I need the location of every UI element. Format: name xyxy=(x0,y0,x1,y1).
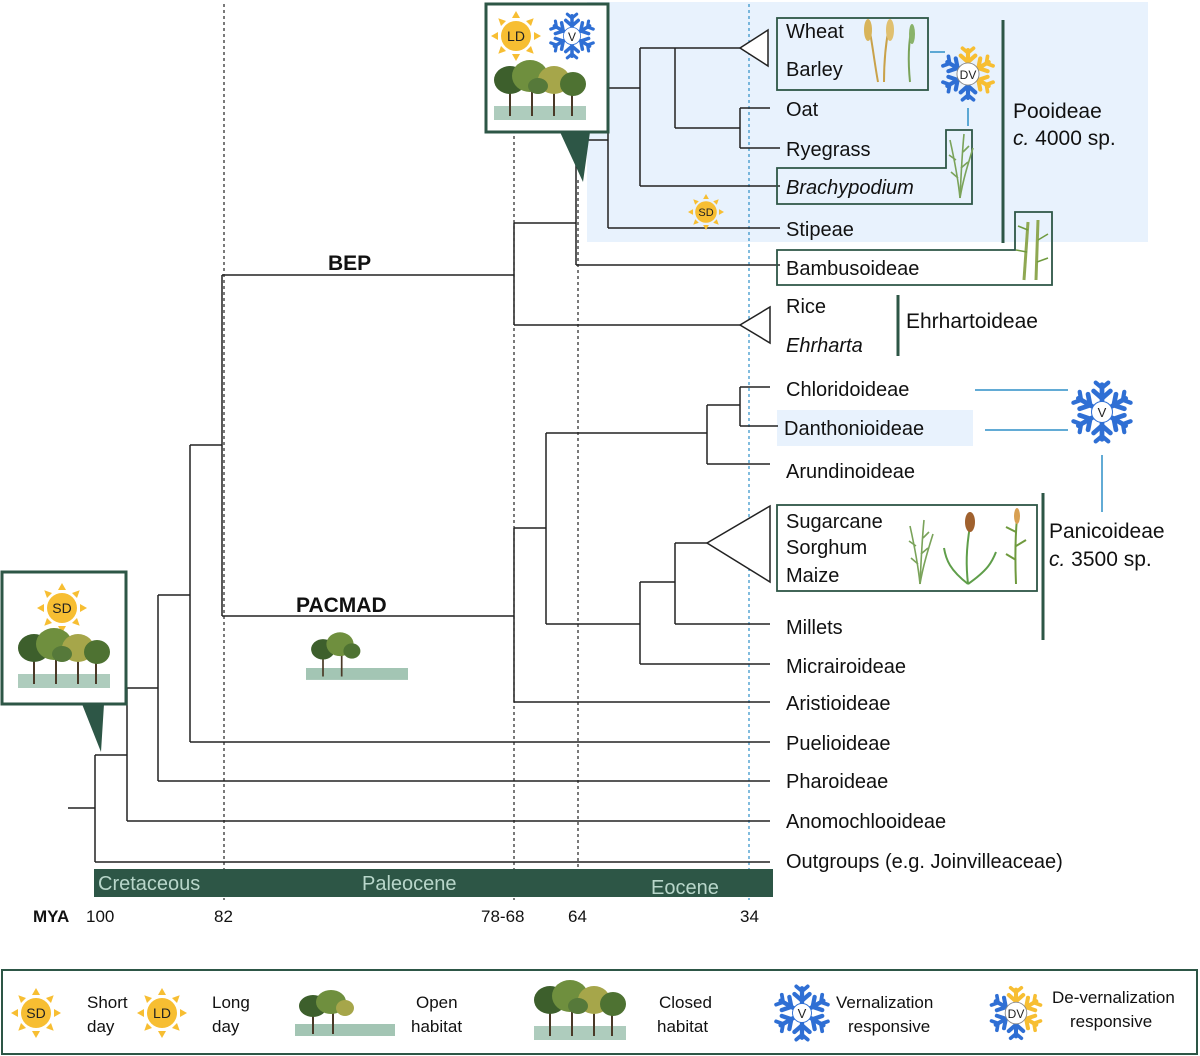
geological-time-bar xyxy=(94,869,773,897)
legend-dv-badge: DV xyxy=(1008,1007,1025,1021)
taxon-boxes xyxy=(776,17,1053,592)
tick-82: 82 xyxy=(214,907,233,926)
tick-34: 34 xyxy=(740,907,759,926)
taxon-barley: Barley xyxy=(786,59,843,81)
taxon-sorghum: Sorghum xyxy=(786,537,867,559)
taxon-outgroups: Outgroups (e.g. Joinvilleaceae) xyxy=(786,851,1063,873)
taxon-millets: Millets xyxy=(786,617,843,639)
legend-devern-line2: responsive xyxy=(1070,1012,1152,1031)
pooideae-ld-badge: LD xyxy=(507,28,525,44)
legend-vern-line2: responsive xyxy=(848,1017,930,1036)
bamboo-illustration xyxy=(1015,219,1049,281)
legend-long-day-line2: day xyxy=(212,1017,240,1036)
taxon-bambusoideae: Bambusoideae xyxy=(786,258,919,280)
panicoideae-count: c. 3500 sp. xyxy=(1049,548,1152,571)
taxon-chloridoideae: Chloridoideae xyxy=(786,379,909,401)
legend-vern-line1: Vernalization xyxy=(836,993,933,1012)
root-ancestral-state-box: SD xyxy=(0,570,128,752)
triangle-panicoideae xyxy=(705,504,771,584)
pooideae-count: c. 4000 sp. xyxy=(1013,127,1116,150)
open-habitat-icon-pacmad xyxy=(306,632,408,680)
taxon-oat: Oat xyxy=(786,99,819,121)
legend-short-day-line2: day xyxy=(87,1017,115,1036)
axis-label-mya: MYA xyxy=(33,907,69,926)
taxon-sugarcane: Sugarcane xyxy=(786,511,883,533)
panicoideae-illustration xyxy=(908,508,1027,585)
legend-devern-line1: De-vernalization xyxy=(1052,988,1175,1007)
panicoideae-name: Panicoideae xyxy=(1049,520,1165,543)
clade-label-pacmad: PACMAD xyxy=(296,594,387,617)
taxon-anomochlooideae: Anomochlooideae xyxy=(786,811,946,833)
taxon-maize: Maize xyxy=(786,565,839,587)
dv-badge: DV xyxy=(960,68,977,82)
taxon-ryegrass: Ryegrass xyxy=(786,139,870,161)
taxon-stipeae: Stipeae xyxy=(786,219,854,241)
panicoideae-count-c: c. xyxy=(1049,548,1065,571)
pooideae-count-value: 4000 sp. xyxy=(1029,127,1115,150)
taxon-ehrharta: Ehrharta xyxy=(786,335,863,357)
taxon-aristidoideae: Aristioideae xyxy=(786,693,891,715)
wheat-barley-illustration xyxy=(864,19,915,83)
period-eocene: Eocene xyxy=(651,877,719,899)
legend-dv-snowflake-icon xyxy=(991,988,1042,1038)
taxon-rice: Rice xyxy=(786,296,826,318)
v-badge: V xyxy=(1098,405,1107,420)
pooideae-name: Pooideae xyxy=(1013,100,1102,123)
tick-78-68: 78-68 xyxy=(481,907,524,926)
taxon-danthonioideae: Danthonioideae xyxy=(784,418,924,440)
taxon-micrairoideae: Micrairoideae xyxy=(786,656,906,678)
collapsed-clade-triangles xyxy=(705,28,771,584)
triangle-wheat-barley xyxy=(738,28,769,68)
v-snowflake-icon xyxy=(1072,383,1131,442)
legend-open-habitat-line1: Open xyxy=(416,993,458,1012)
dv-snowflake-icon xyxy=(942,48,994,100)
ehrhartoideae-name: Ehrhartoideae xyxy=(906,310,1038,333)
vernalization-connectors xyxy=(930,51,1103,512)
legend: SD Short day LD Long day Open habitat Cl… xyxy=(1,969,1198,1055)
phylogenetic-tree xyxy=(68,47,780,863)
pooideae-ancestral-state-box: LD V xyxy=(484,2,610,182)
panicoideae-count-value: 3500 sp. xyxy=(1065,548,1151,571)
legend-closed-habitat-line1: Closed xyxy=(659,993,712,1012)
pooideae-count-c: c. xyxy=(1013,127,1029,150)
triangle-rice-ehrharta xyxy=(738,305,771,345)
pooideae-v-badge: V xyxy=(568,30,576,44)
root-sd-badge: SD xyxy=(52,600,71,616)
taxon-wheat: Wheat xyxy=(786,21,844,43)
legend-closed-habitat-line2: habitat xyxy=(657,1017,708,1036)
stipeae-sd-badge: SD xyxy=(698,207,713,219)
period-paleocene: Paleocene xyxy=(362,873,457,895)
legend-sd-badge: SD xyxy=(26,1005,45,1021)
taxon-arundinoideae: Arundinoideae xyxy=(786,461,915,483)
legend-snowflake-icon xyxy=(775,986,829,1039)
time-gridlines xyxy=(223,4,579,900)
pooideae-highlight xyxy=(587,2,1148,242)
legend-long-day-line1: Long xyxy=(212,993,250,1012)
legend-open-habitat-line2: habitat xyxy=(411,1017,462,1036)
danthonioideae-highlight xyxy=(777,410,973,446)
taxon-brachypodium: Brachypodium xyxy=(786,177,914,199)
taxon-pharoideae: Pharoideae xyxy=(786,771,888,793)
clade-label-bep: BEP xyxy=(328,252,371,275)
tick-100: 100 xyxy=(86,907,114,926)
period-cretaceous: Cretaceous xyxy=(98,873,200,895)
legend-v-badge: V xyxy=(798,1006,807,1021)
taxon-puelioideae: Puelioideae xyxy=(786,733,891,755)
legend-short-day-line1: Short xyxy=(87,993,128,1012)
legend-ld-badge: LD xyxy=(153,1005,171,1021)
tick-64: 64 xyxy=(568,907,587,926)
legend-open-habitat-icon xyxy=(295,990,395,1036)
